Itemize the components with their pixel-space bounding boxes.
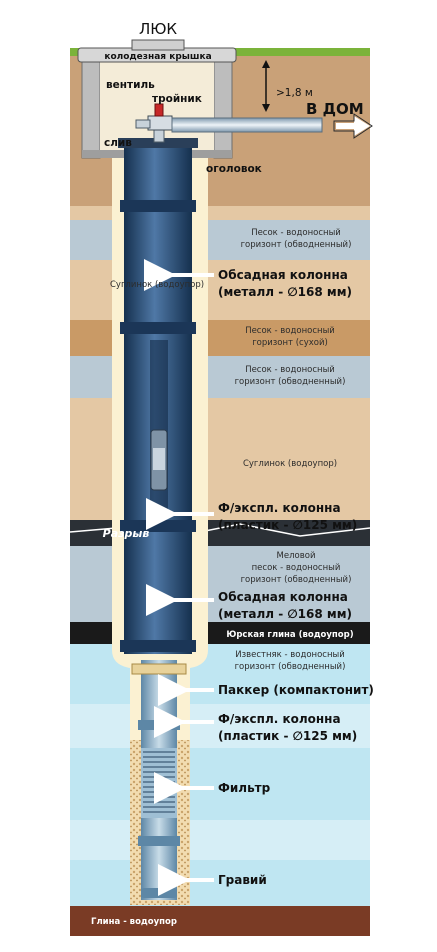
valve-handle bbox=[154, 103, 164, 117]
casing-upper bbox=[124, 142, 192, 332]
production-2-line1: Ф/экспл. колонна bbox=[218, 712, 341, 726]
casing-1-line2: (металл - ∅168 мм) bbox=[218, 285, 352, 299]
stratum-sand-watered-1-line1: Песок - водоносный bbox=[251, 228, 341, 238]
stratum-loam-aquitard-1-label: Суглинок (водоупор) bbox=[110, 280, 204, 290]
stratum-limestone-line2: горизонт (обводненный) bbox=[235, 662, 346, 672]
drain-pipe bbox=[135, 119, 151, 129]
production-1-line2: (пластик - ∅125 мм) bbox=[218, 518, 357, 532]
casing-joint-4 bbox=[120, 640, 196, 652]
stratum-loam-aquitard-2-label: Суглинок (водоупор) bbox=[243, 459, 337, 469]
callout-arrows bbox=[144, 259, 214, 896]
to-house-arrow-head bbox=[354, 116, 370, 136]
stratum-chalk-sand-line1: Меловой bbox=[277, 551, 316, 561]
casing-2-line1: Обсадная колонна bbox=[218, 590, 348, 604]
layer-limestone-band-1 bbox=[70, 704, 370, 748]
sky bbox=[0, 0, 437, 52]
stratum-clay-bottom-label: Глина - водоупор bbox=[91, 917, 177, 927]
packer-label: Паккер (компактонит) bbox=[218, 683, 374, 697]
stratum-limestone-line1: Известняк - водоносный bbox=[235, 650, 345, 660]
stratum-sand-watered-1-line2: горизонт (обводненный) bbox=[241, 240, 352, 250]
layer-limestone-band-2 bbox=[70, 820, 370, 860]
to-house-label: В ДОМ bbox=[306, 100, 364, 118]
hatch-label: ЛЮК bbox=[139, 20, 177, 38]
packer-ring bbox=[131, 663, 187, 675]
plastic-coupling-2 bbox=[138, 836, 180, 846]
casing-2-line2: (металл - ∅168 мм) bbox=[218, 607, 352, 621]
stratum-jurassic-clay-label: Юрская глина (водоупор) bbox=[226, 630, 353, 640]
chamber-wall-right bbox=[213, 57, 233, 159]
casing-column bbox=[120, 142, 196, 654]
stratum-chalk-sand-line2: песок - водоносный bbox=[252, 563, 341, 573]
stratum-labels: Песок - водоносный горизонт (обводненный… bbox=[91, 228, 354, 927]
casing-joint-1 bbox=[120, 200, 196, 212]
well-cover-label: колодезная крышка bbox=[104, 52, 211, 62]
to-house-arrow-outline bbox=[333, 113, 373, 139]
callout-labels: Обсадная колонна (металл - ∅168 мм) Ф/эк… bbox=[218, 268, 374, 887]
stratum-rupture-label: Разрыв bbox=[103, 527, 150, 540]
stratum-sand-dry-line1: Песок - водоносный bbox=[245, 326, 335, 336]
wellhead-cap bbox=[118, 138, 198, 148]
layer-clay-bottom bbox=[70, 906, 370, 936]
top-labels: ЛЮК колодезная крышка вентиль тройник сл… bbox=[104, 20, 364, 175]
plastic-coupling-1 bbox=[138, 720, 180, 730]
stratum-sand-watered-2-line2: горизонт (обводненный) bbox=[235, 377, 346, 387]
wellhead-plumbing bbox=[118, 103, 373, 148]
casing-1-line1: Обсадная колонна bbox=[218, 268, 348, 282]
stratum-sand-dry-line2: горизонт (сухой) bbox=[252, 338, 328, 348]
filter-label: Фильтр bbox=[218, 781, 271, 795]
layer-limestone bbox=[70, 644, 370, 906]
valve-label: вентиль bbox=[106, 79, 155, 91]
hatch bbox=[131, 39, 185, 51]
casing-joint-2 bbox=[120, 322, 196, 334]
depth-label: >1,8 м bbox=[276, 87, 313, 99]
production-2-line2: (пластик - ∅125 мм) bbox=[218, 729, 357, 743]
gravel-label: Гравий bbox=[218, 873, 267, 887]
stratum-chalk-sand-line3: горизонт (обводненный) bbox=[241, 575, 352, 585]
stratum-sand-watered-2-line1: Песок - водоносный bbox=[245, 365, 335, 375]
pump-label-strip bbox=[153, 448, 165, 470]
tee-fitting bbox=[147, 115, 173, 131]
depth-dimension bbox=[262, 60, 270, 112]
wellhead-label: оголовок bbox=[206, 163, 262, 175]
house-pipe bbox=[171, 117, 323, 133]
drain-label: слив bbox=[104, 137, 132, 149]
chamber-wall-left bbox=[81, 57, 101, 159]
tee-label: тройник bbox=[152, 93, 202, 105]
pipe-bottom-cap bbox=[141, 888, 177, 898]
production-1-line1: Ф/экспл. колонна bbox=[218, 501, 341, 515]
